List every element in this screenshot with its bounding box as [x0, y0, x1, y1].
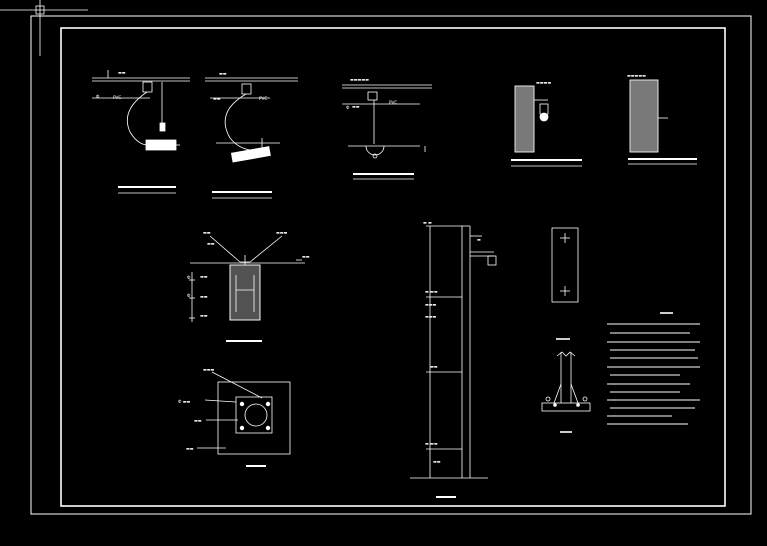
svg-text:▬▬: ▬▬	[302, 254, 310, 259]
detail-ceiling-camera-2	[205, 77, 298, 163]
svg-text:▬▬▬: ▬▬▬	[425, 302, 437, 307]
title-underline-5	[628, 158, 697, 165]
pvc-label-3: PVC	[389, 100, 397, 105]
svg-text:▬▬: ▬▬	[219, 71, 227, 76]
detail-pole-base	[541, 351, 591, 412]
svg-text:▬▬: ▬▬	[213, 96, 221, 101]
svg-text:▬▬: ▬▬	[186, 446, 194, 451]
svg-text:Ф ▬▬: Ф ▬▬	[178, 399, 190, 404]
detail-ceiling-camera-1	[92, 70, 190, 151]
small-label-1: Ф	[346, 105, 350, 110]
pvc-label-1: PVC	[113, 95, 121, 100]
detail-wall-section	[629, 79, 668, 153]
svg-text:▬▬▬: ▬▬▬	[425, 314, 437, 319]
title-underline-4	[511, 159, 582, 167]
svg-text:▬▬▬: ▬▬▬	[203, 367, 215, 372]
svg-text:▬▬: ▬▬	[203, 230, 211, 235]
detail-foundation-section	[189, 235, 305, 322]
detail-base-plate	[197, 371, 291, 455]
detail-flange-plate	[551, 227, 579, 303]
svg-text:▬▬: ▬▬	[430, 364, 438, 369]
pvc-label-2: PVC	[259, 96, 267, 101]
svg-text:▬: ▬	[477, 237, 481, 242]
small-label-3: Ф	[187, 275, 191, 280]
detail-camera-pole	[410, 225, 497, 479]
svg-text:▬▬: ▬▬	[433, 459, 441, 464]
svg-text:▬▬: ▬▬	[194, 418, 202, 423]
svg-text:▬▬▬▬▬: ▬▬▬▬▬	[627, 73, 646, 78]
svg-text:▬▬: ▬▬	[200, 274, 208, 279]
svg-text:Ф: Ф	[96, 94, 100, 99]
svg-text:▬▬: ▬▬	[200, 294, 208, 299]
ucs-crosshair	[0, 0, 88, 56]
svg-text:▬▬▬: ▬▬▬	[276, 230, 288, 235]
svg-text:▬▬: ▬▬	[118, 70, 126, 75]
svg-text:▬ ▬▬: ▬ ▬▬	[425, 289, 438, 294]
small-label-2: Ф	[187, 293, 191, 298]
title-underline-3	[353, 173, 414, 180]
title-underline-1	[118, 186, 176, 194]
svg-text:▬▬▬▬▬: ▬▬▬▬▬	[350, 77, 369, 82]
svg-text:▬▬: ▬▬	[352, 104, 360, 109]
outer-frame	[30, 15, 752, 515]
svg-text:▬ ▬▬: ▬ ▬▬	[425, 441, 438, 446]
svg-text:▬▬: ▬▬	[207, 241, 215, 246]
title-underline-2	[212, 191, 272, 199]
inner-frame	[60, 27, 726, 507]
svg-text:▬▬: ▬▬	[200, 313, 208, 318]
svg-text:▬ ▬: ▬ ▬	[423, 220, 432, 225]
detail-dome-camera	[342, 84, 432, 159]
notes-block	[607, 312, 700, 425]
detail-wall-bracket-camera	[514, 85, 549, 153]
svg-text:▬▬▬▬: ▬▬▬▬	[536, 80, 551, 85]
